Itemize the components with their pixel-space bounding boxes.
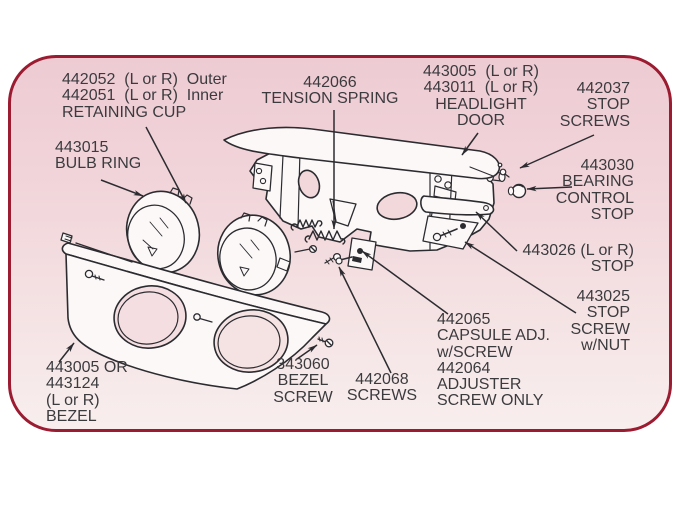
leader-stop-lr bbox=[475, 211, 518, 252]
stop-screws-drawing bbox=[497, 162, 510, 178]
headlight-door-drawing bbox=[223, 126, 501, 180]
label-stop-screw-nut: 443025 STOP SCREW w/NUT bbox=[570, 288, 630, 354]
tension-springs-drawing bbox=[290, 219, 346, 245]
label-screws: 442068 SCREWS bbox=[346, 371, 418, 405]
label-bulb-ring: 443015 BULB RING bbox=[55, 139, 142, 173]
stop-plate-drawing bbox=[422, 215, 479, 250]
leader-bulb-ring bbox=[100, 179, 144, 197]
bulb-ring-right-drawing bbox=[217, 212, 291, 296]
label-bezel-screw: 343060 BEZEL SCREW bbox=[273, 356, 333, 406]
bearing-control-stop-drawing bbox=[507, 183, 527, 199]
label-headlight-door: 443005 (L or R) 443011 (L or R) HEADLIGH… bbox=[423, 63, 539, 129]
label-capsule-adjuster: 442065 CAPSULE ADJ. w/SCREW 442064 ADJUS… bbox=[437, 311, 550, 410]
leader-screws bbox=[338, 266, 392, 374]
leader-bezel bbox=[58, 342, 75, 363]
label-tension-spring: 442066 TENSION SPRING bbox=[261, 74, 399, 108]
bezel-screws-drawing bbox=[60, 232, 334, 348]
leader-bearing-control-stop bbox=[526, 185, 573, 192]
label-bearing-control-stop: 443030 BEARING CONTROL STOP bbox=[555, 157, 634, 223]
label-stop-lr: 443026 (L or R) STOP bbox=[522, 242, 634, 276]
leader-stop-screws bbox=[519, 134, 595, 169]
leader-stop-screw-nut bbox=[464, 241, 577, 314]
adjuster-screws-drawing bbox=[294, 244, 342, 265]
leader-lines bbox=[58, 110, 595, 374]
leader-retaining-cup bbox=[145, 126, 187, 204]
leader-bezel-screw bbox=[296, 344, 318, 360]
capsule-adjuster-drawing bbox=[335, 237, 377, 271]
leader-capsule-adjuster bbox=[361, 250, 449, 315]
bezel-drawing bbox=[61, 242, 331, 390]
label-retaining-cup: 442052 (L or R) Outer 442051 (L or R) In… bbox=[62, 71, 227, 121]
label-bezel: 443005 OR 443124 (L or R) BEZEL bbox=[46, 359, 128, 425]
label-stop-screws: 442037 STOP SCREWS bbox=[559, 80, 630, 130]
diagram-panel-border bbox=[8, 55, 672, 432]
leader-headlight-door bbox=[461, 132, 479, 156]
